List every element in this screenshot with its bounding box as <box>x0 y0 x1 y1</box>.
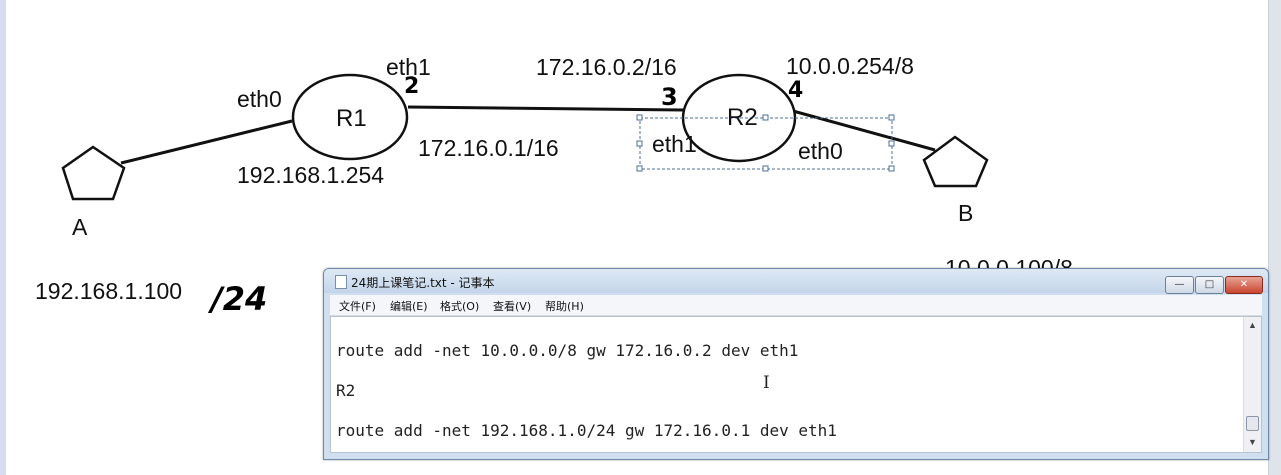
handwritten-mark-4: 4 <box>788 78 804 103</box>
link-a-r1 <box>120 119 293 165</box>
left-edge-strip <box>0 0 6 475</box>
menu-help[interactable]: 帮助(H) <box>545 300 584 313</box>
r1-eth0-ip: 192.168.1.254 <box>237 162 385 188</box>
close-button[interactable]: ✕ <box>1225 276 1263 294</box>
menu-view[interactable]: 查看(V) <box>493 300 532 313</box>
notepad-window[interactable]: 24期上课笔记.txt - 记事本 — □ ✕ 文件(F) 编辑(E) 格式(O… <box>323 268 1269 460</box>
r2-eth0-label: eth0 <box>798 138 843 164</box>
handwritten-mark-3: 3 <box>661 83 678 111</box>
r1-eth0-label: eth0 <box>237 86 282 112</box>
text-line-1: route add -net 10.0.0.0/8 gw 172.16.0.2 … <box>336 341 799 360</box>
notepad-doc-icon <box>335 275 347 289</box>
r2-eth1-label: eth1 <box>652 131 697 157</box>
mouse-ibeam-cursor: I <box>763 373 770 393</box>
host-b-pentagon <box>922 135 989 188</box>
host-a-pentagon <box>61 145 126 201</box>
r1-eth1-ip: 172.16.0.1/16 <box>418 135 559 161</box>
scroll-down-arrow-icon[interactable]: ▼ <box>1248 437 1257 447</box>
menu-file[interactable]: 文件(F) <box>339 300 376 313</box>
menu-format[interactable]: 格式(O) <box>440 300 480 313</box>
vertical-scrollbar[interactable]: ▲ ▼ <box>1243 317 1261 452</box>
right-edge-strip <box>1268 0 1281 475</box>
minimize-button[interactable]: — <box>1165 276 1194 294</box>
text-line-2: R2 <box>336 381 356 400</box>
notepad-text-area[interactable]: route add -net 10.0.0.0/8 gw 172.16.0.2 … <box>330 316 1262 453</box>
host-b-label: B <box>958 200 974 226</box>
maximize-button[interactable]: □ <box>1195 276 1224 294</box>
router-r1 <box>291 73 409 161</box>
notepad-title-bar[interactable]: 24期上课笔记.txt - 记事本 — □ ✕ <box>324 269 1268 294</box>
r2-label: R2 <box>727 104 758 131</box>
scroll-thumb[interactable] <box>1246 416 1259 431</box>
text-line-3: route add -net 192.168.1.0/24 gw 172.16.… <box>336 421 837 440</box>
notepad-title: 24期上课笔记.txt - 记事本 <box>351 276 495 290</box>
r1-eth1-label: eth1 <box>386 54 431 80</box>
r1-label: R1 <box>336 105 367 132</box>
handwritten-mark-2: 2 <box>404 74 420 99</box>
selection-handles <box>636 114 895 172</box>
r2-eth1-ip: 172.16.0.2/16 <box>536 54 677 80</box>
scroll-up-arrow-icon[interactable]: ▲ <box>1248 320 1257 330</box>
host-a-label: A <box>72 214 88 240</box>
menu-edit[interactable]: 编辑(E) <box>390 300 428 313</box>
notepad-menu-bar: 文件(F) 编辑(E) 格式(O) 查看(V) 帮助(H) <box>330 295 1262 316</box>
link-r1-r2 <box>407 105 684 112</box>
r2-eth0-ip: 10.0.0.254/8 <box>786 53 914 79</box>
handwritten-prefix-note: /24 <box>211 280 268 318</box>
host-a-ip: 192.168.1.100 <box>35 278 183 304</box>
